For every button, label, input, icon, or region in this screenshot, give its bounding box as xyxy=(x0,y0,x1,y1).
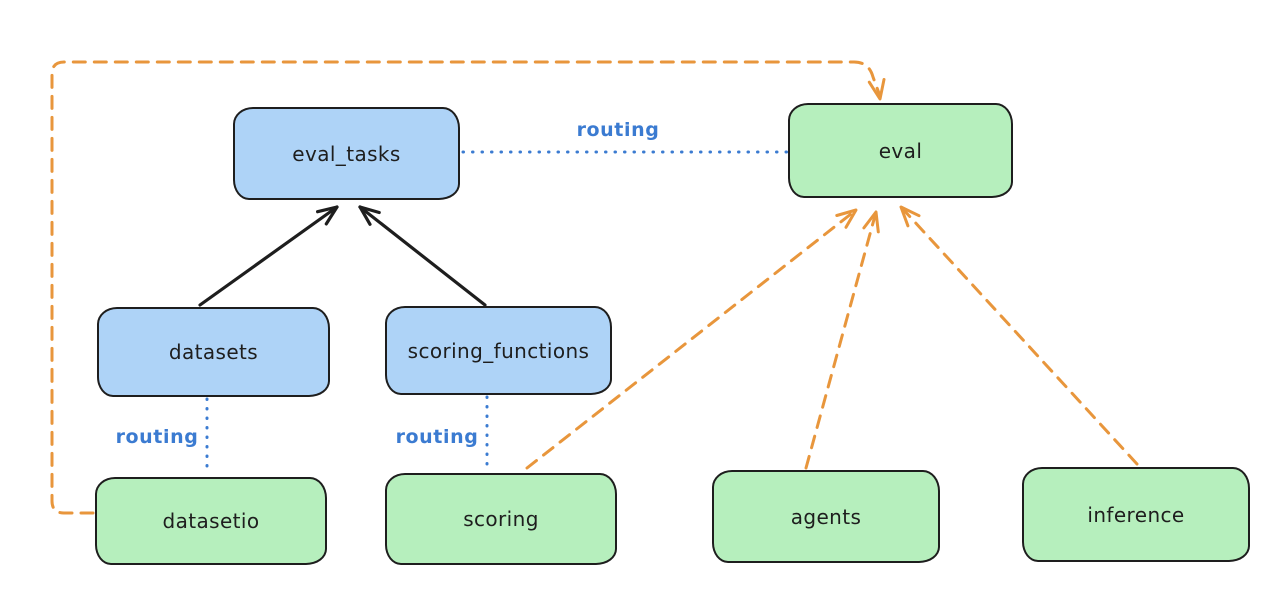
node-inference[interactable]: inference xyxy=(1022,467,1250,562)
edge-scoring-functions-to-eval-tasks[interactable] xyxy=(358,205,487,307)
node-eval-tasks[interactable]: eval_tasks xyxy=(233,107,460,200)
node-scoring[interactable]: scoring xyxy=(385,473,617,565)
edge-scoring-to-eval[interactable] xyxy=(525,208,858,470)
node-datasets-label: datasets xyxy=(168,340,259,364)
edge-label-routing-scoring-functions-scoring: routing xyxy=(395,426,479,448)
edge-agents-to-eval[interactable] xyxy=(804,210,880,470)
node-datasets[interactable]: datasets xyxy=(97,307,330,397)
node-inference-label: inference xyxy=(1087,502,1185,527)
node-eval-tasks-label: eval_tasks xyxy=(292,141,401,166)
node-scoring-label: scoring xyxy=(463,507,539,531)
edge-datasetio-to-eval[interactable] xyxy=(50,60,886,515)
edge-label-routing-eval-tasks-eval: routing xyxy=(576,119,660,141)
node-datasetio-label: datasetio xyxy=(162,509,260,533)
node-eval[interactable]: eval xyxy=(788,103,1013,198)
node-scoring-functions[interactable]: scoring_functions xyxy=(385,306,612,395)
node-datasetio[interactable]: datasetio xyxy=(95,477,327,565)
node-eval-label: eval xyxy=(878,138,923,163)
edge-datasets-to-eval-tasks[interactable] xyxy=(198,205,339,307)
edge-inference-to-eval[interactable] xyxy=(899,205,1139,466)
node-agents[interactable]: agents xyxy=(712,470,940,563)
edge-label-routing-datasets-datasetio: routing xyxy=(115,426,199,448)
node-agents-label: agents xyxy=(790,504,862,529)
node-scoring-functions-label: scoring_functions xyxy=(407,338,590,363)
